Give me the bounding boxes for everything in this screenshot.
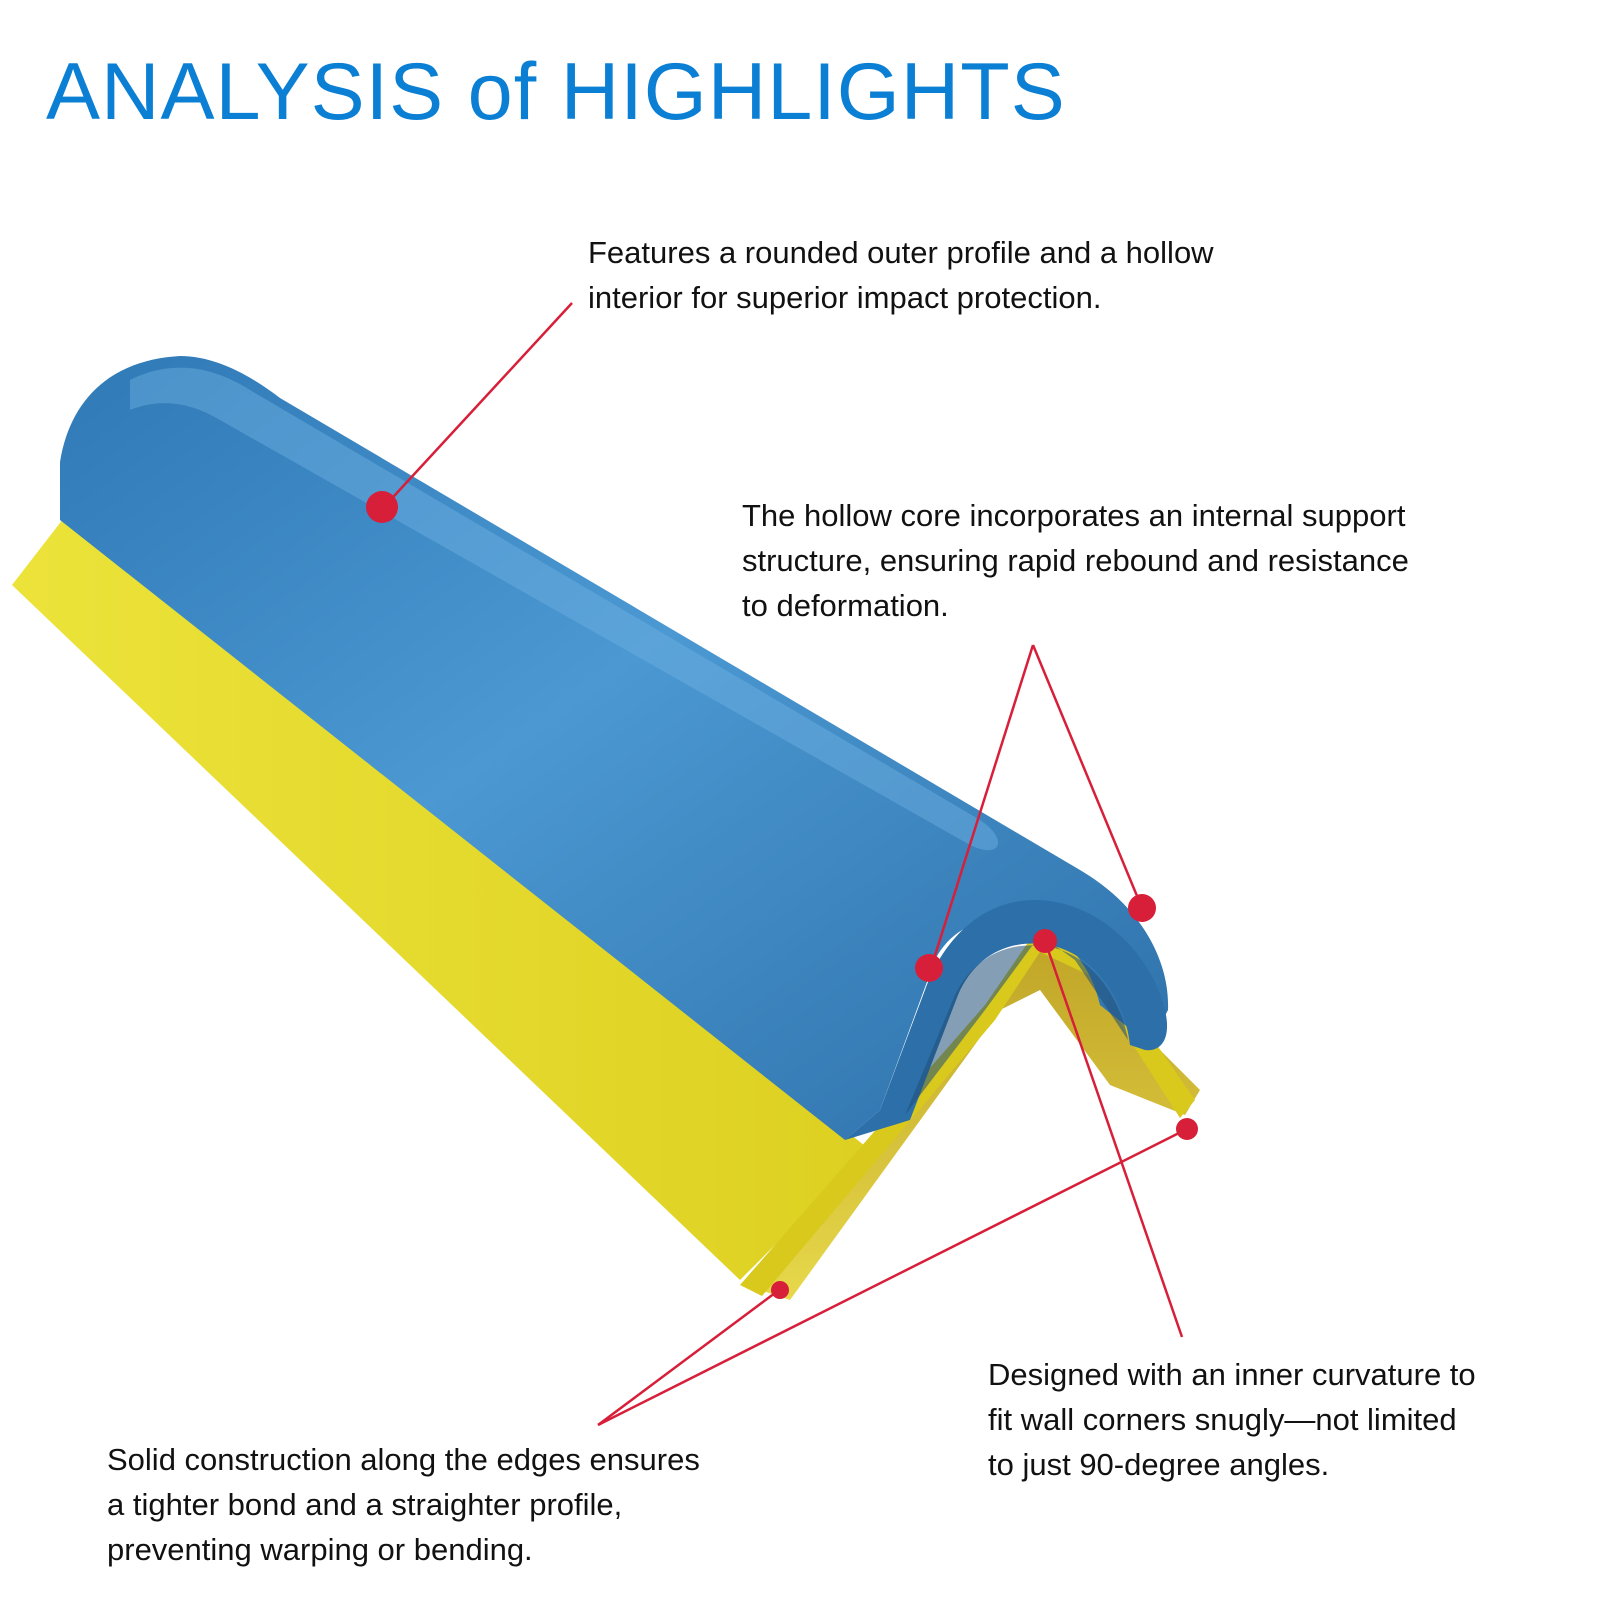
blue-bumper-highlight [130,367,999,851]
leader-line-edge-right [597,1127,1188,1427]
hollow-interior [905,935,1128,1115]
marker-support-left [915,954,943,982]
marker-outer-profile [366,491,398,523]
callout-inner-curvature: Designed with an inner curvature to fit … [988,1357,1476,1482]
yellow-cut-profile [740,925,1195,1296]
blue-bumper-body [60,356,1169,1140]
marker-edge-left [771,1281,789,1299]
callout-solid-edges: Solid construction along the edges ensur… [107,1442,700,1567]
marker-inner-curvature [1033,929,1057,953]
leader-line-inner-curvature [1043,940,1184,1338]
leader-line-edge-left [597,1288,780,1427]
callout-outer-profile: Features a rounded outer profile and a h… [588,235,1214,315]
leader-line-support-left [929,644,1035,969]
blue-cut-end [845,900,1168,1140]
leader-line-outer-profile [382,302,573,509]
page-title: ANALYSIS of HIGHLIGHTS [46,47,1066,137]
leader-line-support-right [1031,644,1144,909]
yellow-inner-fold [760,930,1200,1300]
callout-support-structure: The hollow core incorporates an internal… [742,498,1409,623]
yellow-base-face [12,510,870,1280]
marker-edge-right [1176,1118,1198,1140]
marker-support-right [1128,894,1156,922]
leader-lines [382,302,1188,1427]
